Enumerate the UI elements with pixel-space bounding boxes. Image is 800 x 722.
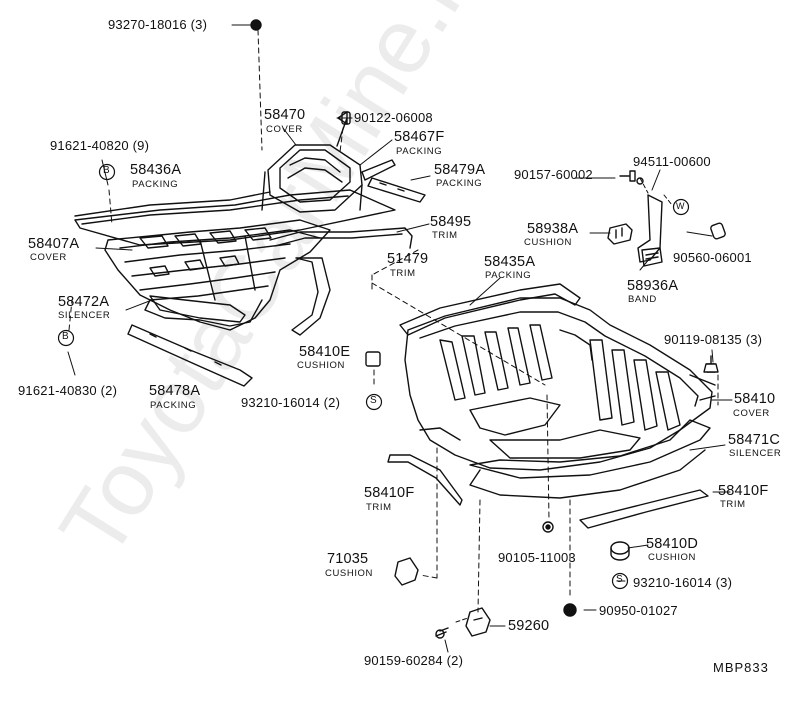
callout-90122-06008: 90122-06008 [354,110,433,125]
callout-58410e: 58410E [299,344,351,360]
callout-58410f-left: 58410F [364,485,415,501]
callout-90159-60284: 90159-60284 (2) [364,653,464,668]
fasteners [251,20,726,638]
callout-91621-40830: 91621-40830 (2) [18,383,118,398]
left-cover-assembly [75,145,425,386]
callout-58467f-desc: PACKING [396,146,443,157]
callout-91621-40820: 91621-40820 (9) [50,138,150,153]
ref-mark-s-right: S [616,574,623,585]
figure-code: MBP833 [713,660,769,675]
callout-58410d: 58410D [646,536,698,552]
callout-58410f-right-desc: TRIM [720,499,746,510]
callout-58478a-desc: PACKING [150,400,197,411]
callout-58471c: 58471C [728,432,780,448]
callout-51479: 51479 [387,251,429,267]
callout-93270-18016: 93270-18016 (3) [108,17,208,32]
callout-58410f-right: 58410F [718,483,769,499]
ref-circles [59,165,689,589]
callout-58410e-desc: CUSHION [297,360,346,371]
callout-59260: 59260 [508,618,550,634]
ref-mark-b-top: B [103,165,110,176]
callout-58479a-desc: PACKING [436,178,483,189]
callout-93210-16014-right: 93210-16014 (3) [633,575,733,590]
callout-58467f: 58467F [394,129,445,145]
callout-90105-11003: 90105-11003 [498,550,576,565]
callout-71035: 71035 [327,551,369,567]
callout-58436a: 58436A [130,162,182,178]
callout-90119-08135: 90119-08135 (3) [664,332,763,347]
callout-58435a-desc: PACKING [485,270,532,281]
callout-58470: 58470 [264,107,306,123]
callout-58410f-left-desc: TRIM [366,502,392,513]
callout-58410: 58410 [734,391,776,407]
callout-58410d-desc: CUSHION [648,552,697,563]
callout-94511-00600: 94511-00600 [633,154,711,169]
callout-58407a-desc: COVER [30,252,67,263]
callout-58470-desc: COVER [266,124,303,135]
callout-93210-16014-left: 93210-16014 (2) [241,395,341,410]
callout-58471c-desc: SILENCER [729,448,782,459]
callout-58495-desc: TRIM [432,230,458,241]
callout-58407a: 58407A [28,236,80,252]
callout-71035-desc: CUSHION [325,568,374,579]
ref-mark-w: W [676,201,685,211]
callout-58410-desc: COVER [733,408,770,419]
callout-58435a: 58435A [484,254,536,270]
callout-90560-06001: 90560-06001 [673,250,752,265]
callout-90950-01027: 90950-01027 [599,603,678,618]
callout-58938a-desc: CUSHION [524,237,573,248]
ref-mark-s-left: S [370,395,377,406]
callout-51479-desc: TRIM [390,268,416,279]
right-cover-assembly [366,195,715,636]
callout-58478a: 58478A [149,383,201,399]
callout-58472a-desc: SILENCER [58,310,111,321]
callout-58495: 58495 [430,214,472,230]
callout-58936a-desc: BAND [628,294,657,305]
callout-58436a-desc: PACKING [132,179,179,190]
ref-mark-b-bottom: B [62,331,69,342]
callout-58472a: 58472A [58,294,110,310]
callout-90157-60002: 90157-60002 [514,167,593,182]
callout-58479a: 58479A [434,162,486,178]
callout-58938a: 58938A [527,221,579,237]
callout-58936a: 58936A [627,278,679,294]
